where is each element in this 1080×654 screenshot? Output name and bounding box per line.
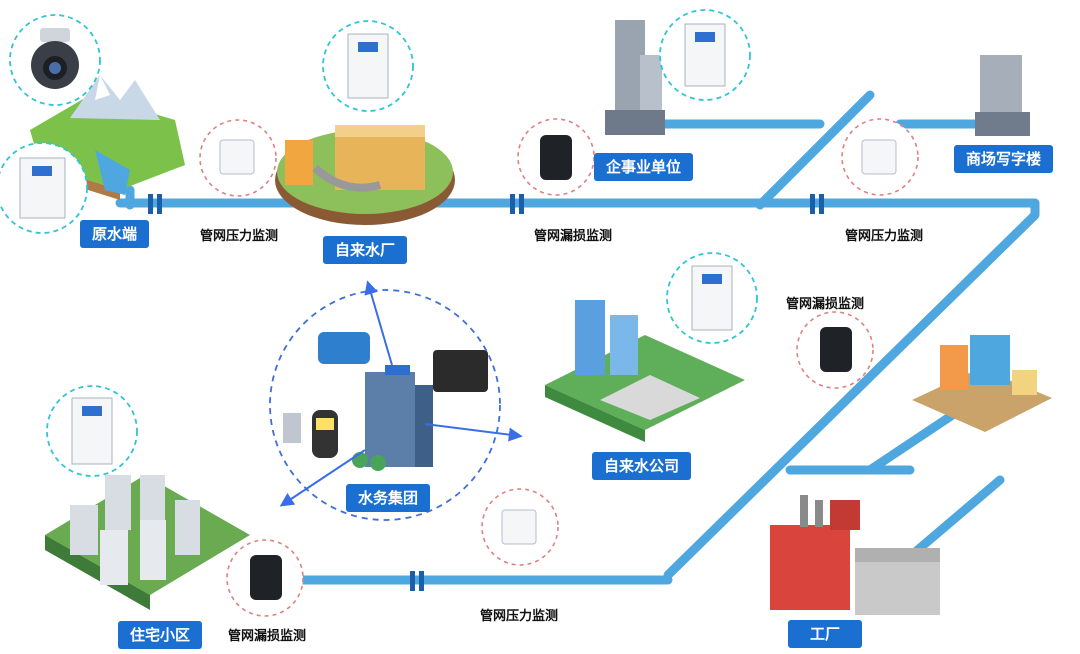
label-leak-monitor-1: 管网漏损监测 <box>534 229 613 244</box>
handheld-devices <box>283 332 488 458</box>
label-leak-monitor-2: 管网漏损监测 <box>786 297 865 312</box>
pressure-sensor-icon <box>219 139 255 175</box>
valve <box>148 194 153 214</box>
pipe-right-lower <box>865 405 965 475</box>
group-dashed-circle <box>269 289 501 521</box>
residential-area <box>45 475 250 610</box>
label-pressure-monitor-2: 管网压力监测 <box>845 229 924 244</box>
company-campus <box>545 300 745 442</box>
label-pressure-monitor-3: 管网压力监测 <box>480 609 559 624</box>
arrow-to-company <box>424 423 523 442</box>
leak-sensors <box>250 135 852 600</box>
label-leak-monitor-3: 管网漏损监测 <box>228 629 307 644</box>
label-enterprise: 企事业单位 <box>594 153 694 181</box>
label-pressure-monitor-1: 管网压力监测 <box>200 229 279 244</box>
label-mall: 商场写字楼 <box>954 145 1054 173</box>
factory-building <box>770 495 940 615</box>
label-source: 原水端 <box>80 220 150 248</box>
valve <box>510 194 515 214</box>
label-group: 水务集团 <box>346 484 431 512</box>
pipe-valves <box>148 194 824 591</box>
enterprise-building <box>605 20 665 135</box>
pipe-network <box>115 90 1040 585</box>
mall-building <box>975 55 1030 136</box>
pipe-branch-mall <box>755 90 875 210</box>
camera-icon <box>31 28 79 89</box>
pressure-sensors <box>219 139 897 545</box>
valve <box>519 194 524 214</box>
valve <box>157 194 162 214</box>
arrow-to-residential <box>279 449 366 507</box>
water-plant-island <box>275 125 455 225</box>
arrow-to-plant <box>364 280 393 366</box>
valve <box>819 194 824 214</box>
water-group-tower <box>352 365 433 471</box>
label-factory: 工厂 <box>788 620 863 648</box>
leak-sensor-icon <box>820 327 852 372</box>
pressure-sensor-icon <box>501 509 537 545</box>
main-pipe-top <box>115 198 1040 580</box>
leak-sensor-icon <box>540 135 572 180</box>
pressure-sensor-icon <box>861 139 897 175</box>
label-company: 自来水公司 <box>592 452 692 480</box>
valve <box>410 571 415 591</box>
valve <box>810 194 815 214</box>
cabinet-screens <box>32 32 722 416</box>
right-residence <box>912 335 1052 432</box>
label-plant: 自来水厂 <box>323 236 408 264</box>
valve <box>419 571 424 591</box>
label-residential: 住宅小区 <box>118 621 203 649</box>
leak-sensor-icon <box>250 555 282 600</box>
